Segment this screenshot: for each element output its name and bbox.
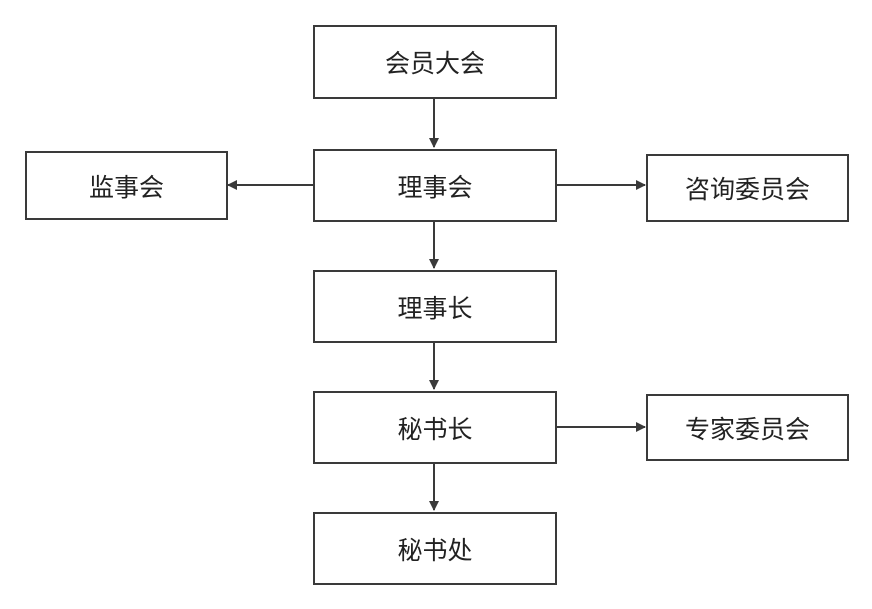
node-member-assembly: 会员大会 bbox=[313, 25, 557, 99]
node-council: 理事会 bbox=[313, 149, 557, 222]
node-secretariat: 秘书处 bbox=[313, 512, 557, 585]
node-expert-committee: 专家委员会 bbox=[646, 394, 849, 461]
node-board-of-supervisors: 监事会 bbox=[25, 151, 228, 220]
node-chairman: 理事长 bbox=[313, 270, 557, 343]
node-advisory-committee: 咨询委员会 bbox=[646, 154, 849, 222]
node-secretary-general: 秘书长 bbox=[313, 391, 557, 464]
